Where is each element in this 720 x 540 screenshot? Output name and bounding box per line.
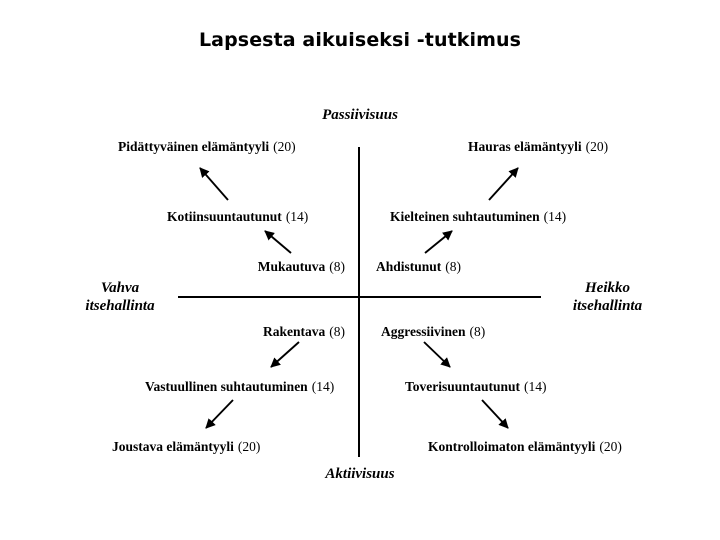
category-count: (14) [524, 379, 547, 394]
axis-pole-bottom: Aktiivisuus [325, 466, 395, 482]
category-count: (20) [273, 139, 296, 154]
axis-pole-left-line1: Vahva [100, 280, 140, 296]
category-name: Rakentava [262, 324, 326, 339]
category-name: Mukautuva [257, 259, 326, 274]
category-rakentava: Rakentava(8) [263, 324, 345, 340]
category-hauras-elamantyyli: Hauras elämäntyyli(20) [468, 139, 608, 155]
category-toverisuuntautunut: Toverisuuntautunut(14) [405, 379, 547, 395]
category-count: (20) [237, 439, 261, 454]
category-joustava-elamantyyli: Joustava elämäntyyli(20) [112, 439, 260, 455]
axis-pole-right-line1: Heikko [585, 280, 630, 296]
category-name: Kotiinsuuntautunut [167, 209, 282, 224]
arrow-down-right-outer [481, 399, 509, 429]
category-name: Toverisuuntautunut [405, 379, 521, 394]
arrow-down-left-inner [270, 341, 300, 368]
arrow-up-left-outer [199, 167, 229, 201]
arrow-down-right-inner [423, 341, 451, 368]
category-name: Kielteinen suhtautuminen [390, 209, 540, 224]
axis-pole-left-line2: itsehallinta [85, 297, 155, 314]
category-aggressiivinen: Aggressiivinen(8) [381, 324, 485, 340]
category-count: (20) [585, 139, 609, 154]
category-count: (14) [311, 379, 335, 394]
category-pidattyvainen-elamantyyli: Pidättyväinen elämäntyyli(20) [118, 139, 296, 155]
arrow-up-right-outer [488, 167, 519, 201]
category-count: (8) [329, 324, 345, 339]
category-name: Aggressiivinen [381, 324, 466, 339]
category-mukautuva: Mukautuva(8) [258, 259, 345, 275]
arrow-down-left-outer [205, 399, 234, 429]
category-kotiinsuuntautunut: Kotiinsuuntautunut(14) [167, 209, 308, 225]
category-vastuullinen-suhtautuminen: Vastuullinen suhtautuminen(14) [145, 379, 334, 395]
category-ahdistunut: Ahdistunut(8) [376, 259, 461, 275]
arrow-up-left-inner [264, 230, 292, 254]
category-count: (8) [445, 259, 462, 274]
category-name: Vastuullinen suhtautuminen [145, 379, 308, 394]
category-kontrolloimaton-elamantyyli: Kontrolloimaton elämäntyyli(20) [428, 439, 622, 455]
horizontal-axis-line [178, 296, 541, 298]
category-name: Joustava elämäntyyli [112, 439, 234, 454]
category-count: (14) [543, 209, 567, 224]
vertical-axis-line [358, 147, 360, 457]
category-count: (8) [329, 259, 345, 274]
category-count: (14) [285, 209, 309, 224]
category-count: (20) [599, 439, 622, 454]
axis-pole-left: Vahva itsehallinta [60, 280, 180, 315]
category-count: (8) [469, 324, 486, 339]
axis-pole-right: Heikko itsehallinta [545, 280, 670, 315]
axis-pole-right-line2: itsehallinta [572, 297, 643, 314]
arrow-up-right-inner [424, 230, 453, 254]
category-name: Hauras elämäntyyli [468, 139, 582, 154]
category-kielteinen-suhtautuminen: Kielteinen suhtautuminen(14) [390, 209, 566, 225]
page-title: Lapsesta aikuiseksi -tutkimus [198, 29, 522, 51]
category-name: Ahdistunut [376, 259, 442, 274]
category-name: Kontrolloimaton elämäntyyli [428, 439, 596, 454]
category-name: Pidättyväinen elämäntyyli [118, 139, 270, 154]
axis-pole-top: Passiivisuus [322, 107, 398, 123]
